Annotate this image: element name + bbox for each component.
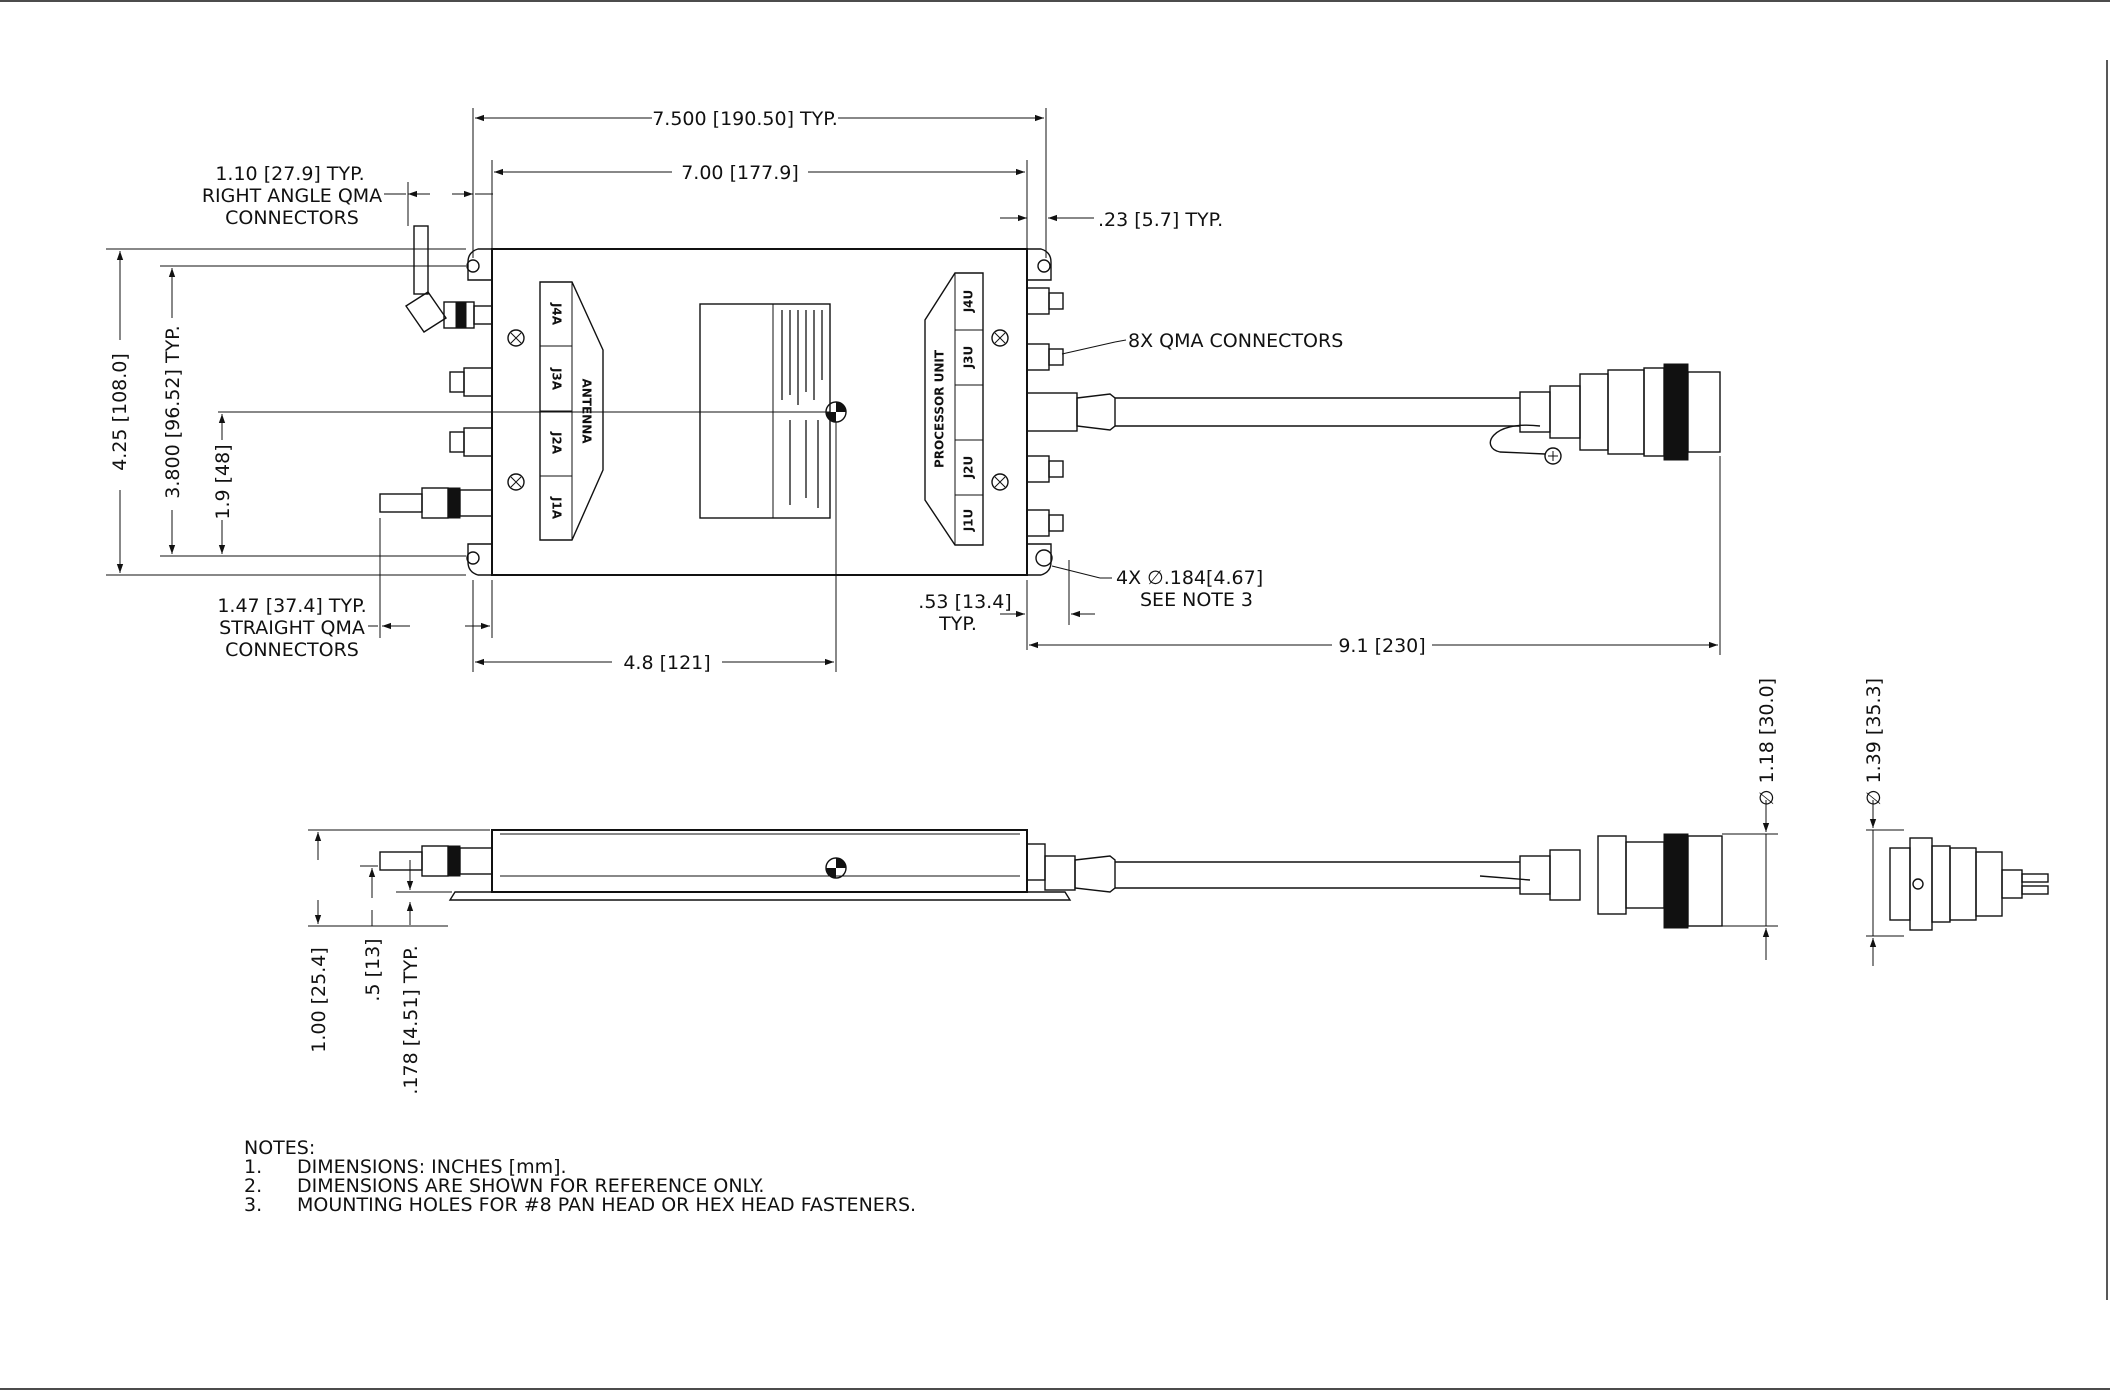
side-flange-dim: .178 [4.51] TYP. (400, 945, 422, 1094)
overall-length-dim: 7.500 (652, 108, 706, 130)
height-overall-dim: 4.25 [108.0] (109, 353, 131, 471)
svg-text:7.00 [177.9]: 7.00 [177.9] (681, 162, 799, 184)
right-connectors (1026, 287, 1064, 537)
note-number: 1. (244, 1156, 262, 1178)
notes-block: NOTES: 1. DIMENSIONS: INCHES [mm]. 2. DI… (244, 1137, 916, 1216)
svg-text:4X ∅.184[4.67]: 4X ∅.184[4.67] (1116, 567, 1263, 589)
port-label-j4u: J4U (962, 290, 976, 314)
processor-label-block: J4U J3U J2U J1U PROCESSOR UNIT (924, 272, 984, 546)
connector-dia-2: ∅ 1.39 [35.3] (1863, 678, 1885, 806)
qma-connector (1026, 343, 1064, 371)
mounting-tabs (466, 248, 1053, 576)
note-number: 3. (244, 1194, 262, 1216)
holes-dim: 4X ∅.184 (1116, 567, 1206, 589)
mounting-hole (1037, 259, 1051, 273)
note-text: MOUNTING HOLES FOR #8 PAN HEAD OR HEX HE… (297, 1194, 916, 1216)
straight-label-2: CONNECTORS (225, 639, 359, 661)
side-height-dim: 1.00 [25.4] (308, 947, 330, 1052)
connector-diameter-1: ∅ 1.18 [30.0] (1722, 678, 1778, 960)
cg-marker (825, 401, 847, 423)
height-cg-dim: 1.9 [48] (212, 444, 234, 519)
right-angle-label: RIGHT ANGLE QMA (202, 185, 382, 207)
cover-screws (507, 329, 1009, 491)
straight-dim: 1.47 (217, 595, 259, 617)
flange-dim: .23 (1098, 209, 1128, 231)
mounting-hole (466, 259, 480, 273)
right-angle-dim: 1.10 (215, 163, 257, 185)
antenna-label-block: J4A J3A J2A J1A ANTENNA (539, 281, 604, 541)
top-dimensions: 7.500 [190.50] TYP. 7.00 [177.9] .23 [5.… (106, 108, 1721, 674)
port-label-j4a: J4A (550, 302, 564, 326)
svg-text:7.500 [190.50] TYP.: 7.500 [190.50] TYP. (652, 108, 838, 130)
antenna-label: ANTENNA (580, 378, 594, 444)
svg-text:.53 [13.4]: .53 [13.4] (918, 591, 1011, 613)
port-label-j1u: J1U (962, 509, 976, 533)
side-view (379, 829, 1723, 929)
side-body (491, 829, 1028, 893)
holes-note: SEE NOTE 3 (1140, 589, 1253, 611)
svg-text:9.1 [230]: 9.1 [230] (1338, 635, 1425, 657)
mounting-hole (1035, 549, 1053, 567)
height-holes-dim: 3.800 [96.52] TYP. (162, 325, 184, 498)
cg-dim: 4.8 (623, 652, 653, 674)
qma-connector (449, 367, 493, 397)
body-length-dim: 7.00 (681, 162, 723, 184)
port-label-j1a: J1A (550, 496, 564, 520)
port-label-j3u: J3U (962, 346, 976, 370)
left-connectors (379, 225, 493, 519)
svg-text:1.10 [27.9] TYP.: 1.10 [27.9] TYP. (215, 163, 364, 185)
svg-text:1.47 [37.4] TYP.: 1.47 [37.4] TYP. (217, 595, 366, 617)
qma-connector (1026, 455, 1064, 483)
mounting-hole (466, 551, 480, 565)
connector-dia-1: ∅ 1.18 [30.0] (1756, 678, 1778, 806)
qma-connector (1026, 287, 1064, 315)
notes-title: NOTES: (244, 1137, 315, 1159)
note-number: 2. (244, 1175, 262, 1197)
cable-assembly (1026, 363, 1721, 465)
svg-text:.23 [5.7] TYP.: .23 [5.7] TYP. (1098, 209, 1223, 231)
side-cg-dim: .5 [13] (362, 938, 384, 1001)
straight-label: STRAIGHT QMA (219, 617, 365, 639)
svg-text:4.8 [121]: 4.8 [121] (623, 652, 710, 674)
port-label-j3a: J3A (550, 367, 564, 391)
port-label-j2u: J2U (962, 456, 976, 480)
qma-count-label: 8X QMA CONNECTORS (1128, 330, 1343, 352)
port-label-j2a: J2A (550, 431, 564, 455)
right-angle-qma-connector (405, 225, 493, 333)
straight-qma-connector (379, 487, 493, 519)
processor-label: PROCESSOR UNIT (933, 349, 947, 468)
end-connector-view: ∅ 1.39 [35.3] (1863, 678, 2049, 966)
edge-suffix: TYP. (938, 613, 977, 635)
note-text: DIMENSIONS ARE SHOWN FOR REFERENCE ONLY. (297, 1175, 764, 1197)
note-text: DIMENSIONS: INCHES [mm]. (297, 1156, 567, 1178)
edge-dim: .53 (918, 591, 948, 613)
top-view: J4A J3A J2A J1A ANTENNA J4U J3U J2U J1U … (218, 225, 1721, 672)
cable-length-dim: 9.1 (1338, 635, 1368, 657)
qma-connector (449, 427, 493, 457)
side-dimensions: 1.00 [25.4] .5 [13] .178 [4.51] TYP. (308, 829, 490, 1095)
qma-connector (1026, 509, 1064, 537)
right-angle-label-2: CONNECTORS (225, 207, 359, 229)
